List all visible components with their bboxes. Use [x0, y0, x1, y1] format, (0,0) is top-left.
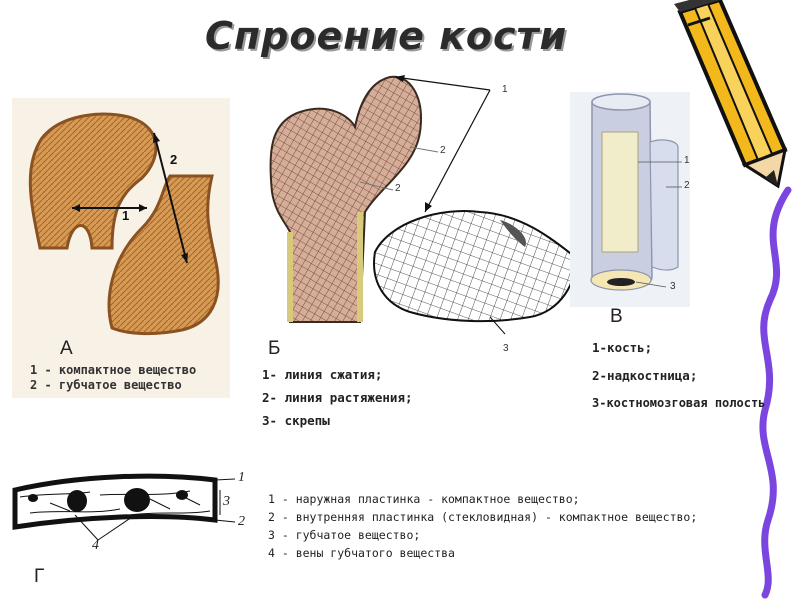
figure-v-callout-2: 2: [684, 180, 690, 191]
figure-g-callout-2: 2: [238, 514, 245, 529]
figure-g-callout-3: 3: [223, 494, 230, 509]
figure-b-legend-3: 3- скрепы: [262, 413, 330, 428]
figure-g-legend-3: 3 - губчатое вещество;: [268, 528, 421, 542]
squiggle-line: [759, 186, 792, 599]
figure-a-label-2: 2: [170, 152, 178, 167]
figure-g-legend-2: 2 - внутренняя пластинка (стекловидная) …: [268, 510, 698, 524]
skull-bone-section-illustration: [12, 473, 236, 541]
figure-v-legend-1: 1-кость;: [592, 340, 653, 355]
vein-1: [67, 490, 87, 512]
pencil-decoration: [674, 0, 792, 599]
figure-g-letter: Г: [34, 566, 45, 587]
figure-v-callout-1: 1: [684, 155, 690, 166]
femur-section-illustration: [28, 112, 220, 336]
figure-v-callout-3: 3: [670, 281, 676, 292]
figure-g-legend-1: 1 - наружная пластинка - компактное веще…: [268, 492, 580, 506]
figure-b-legend-1: 1- линия сжатия;: [262, 367, 383, 382]
figure-b-callout-1: 1: [502, 84, 508, 95]
long-bone-illustration: [570, 92, 690, 307]
figure-a-letter: А: [60, 338, 73, 359]
figure-g-callout-4: 4: [92, 538, 99, 553]
page-title: Спроение кости: [205, 14, 568, 58]
figure-v-letter: В: [610, 306, 623, 327]
figure-b-callout-2a: 2: [440, 145, 446, 156]
figure-v-legend-3: 3-костномозговая полость: [592, 396, 766, 410]
figure-b-legend-2: 2- линия растяжения;: [262, 390, 413, 405]
figure-b-callout-3: 3: [503, 343, 509, 354]
figure-a-label-1: 1: [122, 208, 130, 223]
figure-g-legend-4: 4 - вены губчатого вещества: [268, 546, 455, 560]
trabecular-lines-illustration: [269, 75, 577, 335]
figure-a-legend-1: 1 - компактное вещество: [30, 363, 197, 377]
figure-g-callout-1: 1: [238, 470, 245, 485]
vein-4: [28, 494, 38, 502]
figure-b-callout-2b: 2: [395, 183, 401, 194]
figure-b-letter: Б: [268, 338, 281, 359]
vein-2: [124, 488, 150, 512]
figure-a-legend-2: 2 - губчатое вещество: [30, 378, 182, 392]
vein-3: [176, 490, 188, 500]
figure-v-legend-2: 2-надкостница;: [592, 368, 698, 383]
pencil-icon: [674, 0, 788, 189]
arrow-2: [153, 132, 188, 264]
